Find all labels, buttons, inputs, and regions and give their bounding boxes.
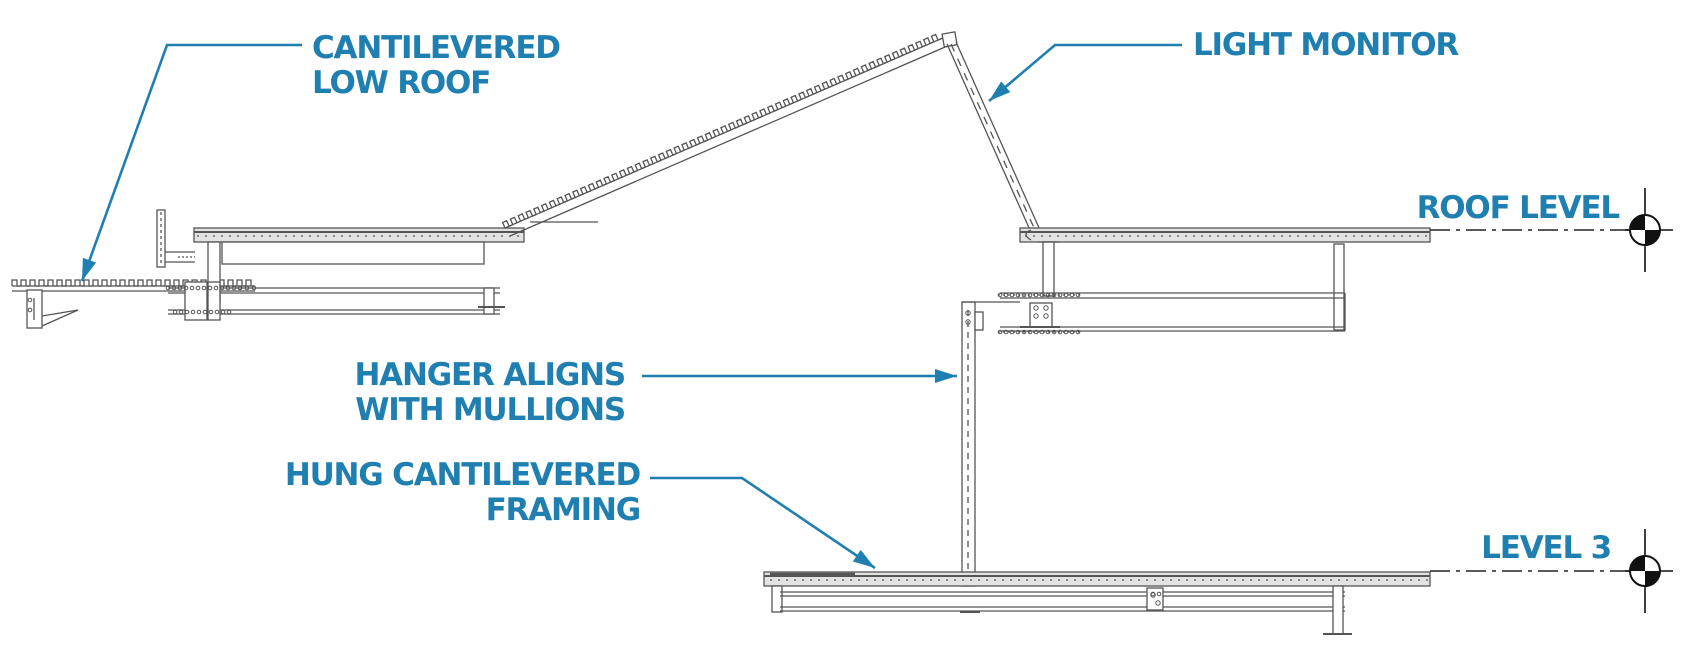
bolt <box>997 292 1003 298</box>
bolt <box>1027 329 1033 335</box>
bolt <box>177 285 183 291</box>
bolt <box>183 285 189 291</box>
bolt <box>1057 329 1063 335</box>
leader-arrow-icon <box>642 369 957 383</box>
bolt <box>172 309 178 315</box>
bolt <box>1075 329 1081 335</box>
callout-line: HANGER ALIGNS <box>354 357 626 393</box>
level-label-text: ROOF LEVEL <box>1416 190 1621 226</box>
bolt <box>1051 329 1057 335</box>
bolt <box>1069 329 1075 335</box>
bolt <box>1063 292 1069 298</box>
bolt <box>184 309 190 315</box>
bolt <box>1075 292 1081 298</box>
bolt <box>195 285 201 291</box>
bolt <box>201 285 207 291</box>
bolt <box>1063 329 1069 335</box>
bolt <box>1150 592 1156 598</box>
bolt <box>1027 292 1033 298</box>
bolt <box>1051 292 1057 298</box>
datum-lines <box>1430 229 1645 572</box>
bolt <box>1156 591 1162 597</box>
bolt <box>189 285 195 291</box>
bolt <box>225 285 231 291</box>
callout-line: LOW ROOF <box>312 65 491 101</box>
datum-target-icon <box>1625 529 1673 613</box>
level-label-roof: ROOF LEVEL <box>1416 190 1621 226</box>
bolt <box>196 309 202 315</box>
level-label-level3: LEVEL 3 <box>1481 530 1612 566</box>
bolt <box>214 309 220 315</box>
bolt <box>1043 313 1049 319</box>
bolt <box>997 329 1003 335</box>
bolt <box>1033 305 1039 311</box>
bolt <box>1033 329 1039 335</box>
bolt <box>1033 292 1039 298</box>
bolt <box>1009 292 1015 298</box>
level3-slab <box>763 571 1431 635</box>
bolt <box>1015 292 1021 298</box>
callout-hung-cantilevered-framing: HUNG CANTILEVERED FRAMING <box>284 457 642 528</box>
structural-framing <box>11 31 1645 635</box>
bolt <box>1155 600 1161 606</box>
bolt <box>237 285 243 291</box>
bolt <box>1009 329 1015 335</box>
bolt <box>207 285 213 291</box>
bolt <box>1045 329 1051 335</box>
hanger <box>961 301 1020 587</box>
callout-leaders <box>80 43 1182 570</box>
bolt <box>208 309 214 315</box>
bolt-groups <box>27 285 1162 606</box>
roof-slab <box>998 227 1431 333</box>
bolt <box>171 285 177 291</box>
bolt <box>1021 329 1027 335</box>
bolt <box>202 309 208 315</box>
bolt <box>1045 292 1051 298</box>
bolt <box>226 309 232 315</box>
bolt <box>251 285 257 291</box>
bolt <box>1003 329 1009 335</box>
bolt <box>244 285 250 291</box>
bolt <box>213 285 219 291</box>
bolt <box>965 310 971 316</box>
bolt <box>231 285 237 291</box>
bolt <box>965 319 971 325</box>
bolt <box>190 309 196 315</box>
callout-line: LIGHT MONITOR <box>1193 27 1459 63</box>
leader-arrow-icon <box>988 43 1182 102</box>
bolt <box>1039 329 1045 335</box>
bolt <box>178 309 184 315</box>
bolt <box>27 297 33 303</box>
light-monitor-slope <box>501 31 1041 237</box>
leader-arrow-icon <box>80 43 302 282</box>
bolt <box>1069 292 1075 298</box>
bolt <box>1033 313 1039 319</box>
datum-target-icon <box>1625 188 1673 272</box>
bolt <box>1043 305 1049 311</box>
bolt <box>220 309 226 315</box>
bolt <box>219 285 225 291</box>
bolt <box>1021 292 1027 298</box>
low-roof-framing <box>156 209 525 321</box>
leader-arrow-icon <box>650 476 876 570</box>
callout-line: CANTILEVERED <box>312 30 561 66</box>
bolt <box>27 307 33 313</box>
callout-line: HUNG CANTILEVERED <box>284 457 641 493</box>
bolt <box>1003 292 1009 298</box>
callout-hanger-aligns: HANGER ALIGNS WITH MULLIONS <box>354 357 626 428</box>
callout-line: FRAMING <box>485 492 642 528</box>
callout-line: WITH MULLIONS <box>355 392 626 428</box>
bolt <box>1015 329 1021 335</box>
level-label-text: LEVEL 3 <box>1481 530 1612 566</box>
bolt <box>1039 292 1045 298</box>
bolt <box>1057 292 1063 298</box>
bolt <box>165 285 171 291</box>
callout-light-monitor: LIGHT MONITOR <box>1193 27 1459 63</box>
callout-cantilevered-low-roof: CANTILEVERED LOW ROOF <box>312 30 561 101</box>
level-markers <box>1625 188 1673 613</box>
